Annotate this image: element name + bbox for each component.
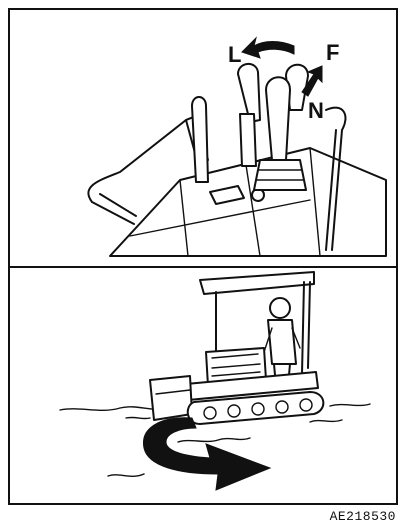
label-f: F	[326, 40, 339, 65]
bulldozer-icon	[150, 348, 323, 424]
lever-rear-left	[192, 97, 208, 182]
label-n: N	[308, 98, 324, 123]
machine-panel	[10, 268, 396, 503]
turn-arrow-icon	[143, 418, 270, 490]
lever-panel: L F N	[10, 10, 396, 266]
label-l: L	[228, 42, 241, 67]
figure-id: AE218530	[330, 509, 396, 524]
lever-l	[238, 64, 260, 166]
lever-illustration: L F N	[10, 10, 396, 266]
operator-icon	[264, 298, 300, 386]
machine-illustration	[10, 268, 396, 503]
direction-arrow-left-icon	[242, 38, 294, 58]
